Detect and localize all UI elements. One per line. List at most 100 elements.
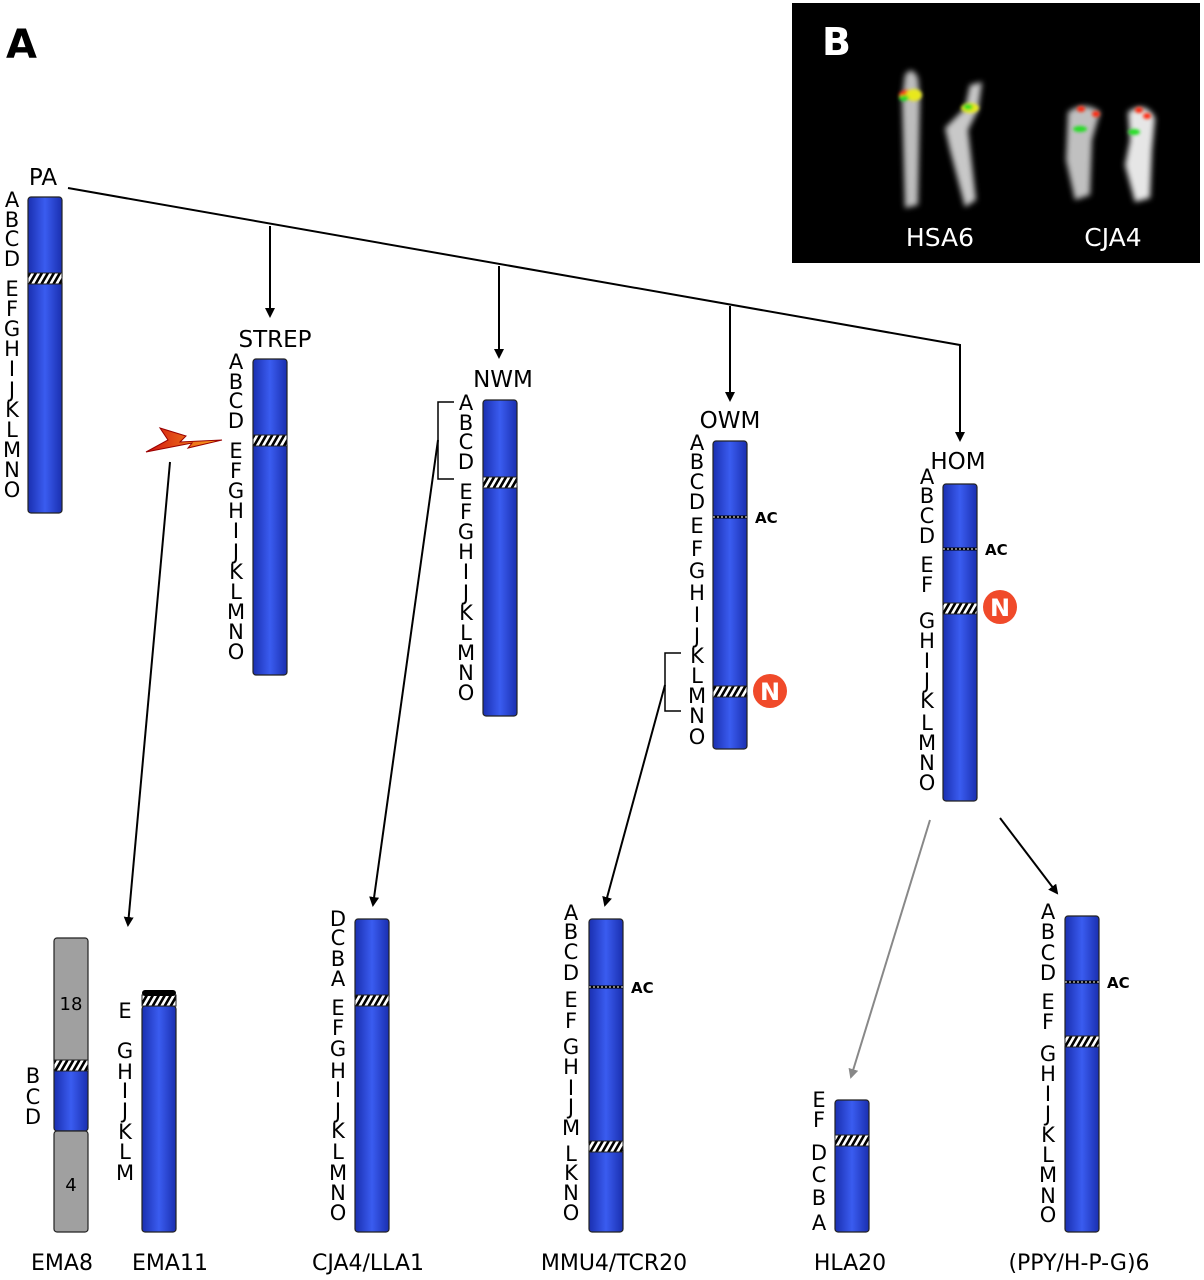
gene-block-label: F — [460, 500, 472, 524]
gene-block-label: J — [231, 540, 239, 564]
gene-block-label: F — [1042, 1010, 1054, 1034]
gene-block-label: G — [4, 317, 20, 341]
gene-block-label: B — [812, 1186, 826, 1210]
chromosome-segment — [482, 399, 518, 484]
gene-block-label: G — [689, 559, 705, 583]
centromere — [141, 994, 177, 1007]
ac-label: AC — [631, 979, 654, 997]
chromosome-name: HOM — [930, 449, 985, 475]
panel-b-label: B — [822, 20, 851, 64]
gene-block-label: K — [331, 1119, 346, 1143]
gene-block-label: N — [4, 458, 20, 482]
gene-block-label: I — [233, 519, 239, 543]
chromosome-segment — [588, 1146, 624, 1233]
gene-block-label: D — [919, 524, 935, 548]
gene-block-label: I — [568, 1076, 574, 1100]
centromere — [942, 602, 978, 615]
gene-block-label: E — [5, 277, 18, 301]
panel-a-label: A — [6, 22, 37, 68]
bracket — [437, 401, 454, 480]
gene-block-label: J — [922, 669, 930, 693]
segment-label: 4 — [65, 1175, 76, 1196]
gene-block-label: K — [5, 398, 20, 422]
gene-block-label: D — [563, 961, 579, 985]
gene-block-label: C — [564, 940, 579, 964]
derivation-arrow — [369, 439, 439, 907]
gene-block-label: E — [812, 1088, 825, 1112]
derived-chromosome-name: CJA4/LLA1 — [312, 1251, 424, 1276]
gene-block-label: C — [5, 227, 20, 251]
gene-block-label: J — [7, 378, 15, 402]
gene-block-label: C — [331, 926, 346, 950]
chromosome-segment — [482, 482, 518, 717]
gene-block-label: F — [230, 459, 242, 483]
gene-block-label: I — [463, 560, 469, 584]
gene-block-label: F — [6, 297, 18, 321]
gene-block-label: L — [332, 1140, 344, 1164]
gene-block-label: L — [119, 1140, 131, 1164]
derivation-arrow — [123, 461, 171, 927]
ac-label: AC — [985, 541, 1008, 559]
neocentromere-badge — [753, 674, 787, 708]
gene-block-label: O — [228, 640, 245, 664]
gene-block-label: D — [1040, 961, 1056, 985]
gene-block-label: M — [116, 1161, 134, 1185]
gene-block-label: O — [689, 725, 706, 749]
gene-block-label: J — [333, 1099, 341, 1123]
gene-block-label: E — [118, 999, 131, 1023]
chromosomes: ABCDEFGHIJKLMNOPAABCDEFGHIJKLMNOSTREPABC… — [3, 165, 1150, 1276]
derivation-arrow — [999, 817, 1059, 895]
gene-block-label: L — [460, 621, 472, 645]
gene-block-label: B — [690, 450, 704, 474]
gene-block-label: K — [1041, 1123, 1056, 1147]
gene-block-label: O — [330, 1201, 347, 1225]
chromosome-segment — [27, 196, 63, 281]
gene-block-label: I — [694, 603, 700, 627]
gene-block-label: B — [459, 411, 473, 435]
ac-label: AC — [1107, 974, 1130, 992]
gene-block-label: G — [919, 609, 935, 633]
gene-block-label: H — [330, 1059, 346, 1083]
gene-block-label: M — [918, 731, 936, 755]
chromosome-segment — [354, 918, 390, 1001]
gene-block-label: O — [1040, 1203, 1057, 1227]
chromosome-segment — [27, 279, 63, 514]
gene-block-label: B — [5, 208, 19, 232]
gene-block-label: J — [461, 581, 469, 605]
gene-block-label: K — [229, 560, 244, 584]
gene-block-label: G — [458, 520, 474, 544]
gene-block-label: N — [689, 704, 705, 728]
gene-block-label: M — [457, 641, 475, 665]
gene-block-label: H — [563, 1055, 579, 1079]
gene-block-label: C — [459, 430, 474, 454]
chromosome-segment — [252, 358, 288, 443]
gene-block-label: O — [4, 478, 21, 502]
gene-block-label: D — [228, 409, 244, 433]
gene-block-label: A — [564, 901, 579, 925]
gene-block-label: H — [117, 1060, 133, 1084]
gene-block-label: L — [6, 418, 18, 442]
gene-block-label: A — [5, 188, 20, 212]
gene-block-label: B — [26, 1064, 40, 1088]
gene-block-label: C — [229, 389, 244, 413]
gene-block-label: B — [331, 947, 345, 971]
gene-block-label: L — [1042, 1143, 1054, 1167]
gene-block-label: M — [329, 1161, 347, 1185]
bracket — [664, 652, 681, 712]
derived-chromosome-name: EMA8 — [31, 1251, 93, 1276]
gene-block-label: I — [9, 357, 15, 381]
gene-block-label: E — [920, 553, 933, 577]
gene-block-label: N — [330, 1181, 346, 1205]
gene-block-label: C — [812, 1163, 827, 1187]
chromosome-segment — [712, 691, 748, 750]
gene-block-label: B — [229, 370, 243, 394]
centromere — [712, 685, 748, 698]
gene-block-label: O — [563, 1201, 580, 1225]
